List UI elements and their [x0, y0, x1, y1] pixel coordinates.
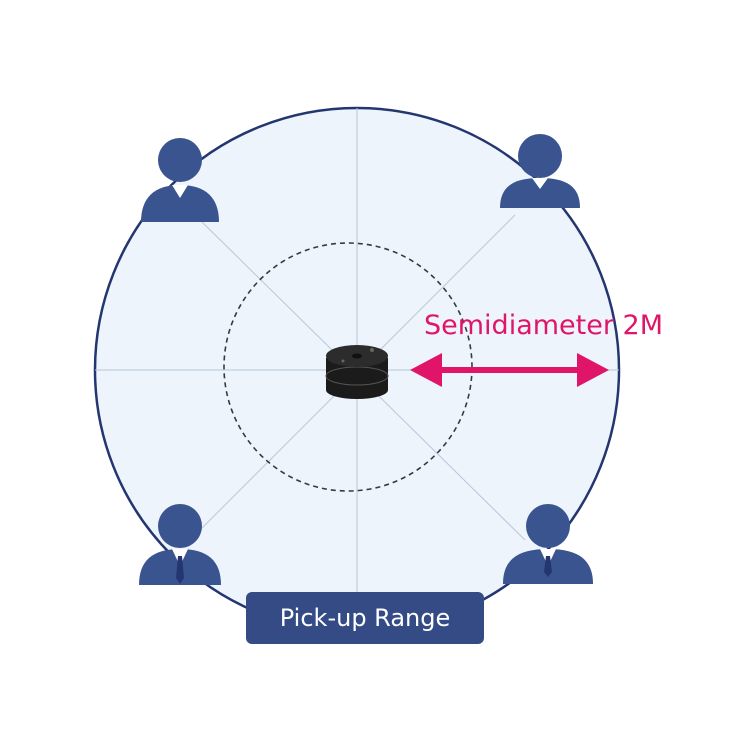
user-icon-top-left: [141, 138, 219, 222]
pickup-range-badge: Pick-up Range: [246, 592, 484, 644]
semidiameter-label: Semidiameter 2M: [424, 310, 664, 341]
user-icon-bottom-right: [503, 504, 593, 584]
speakerphone-device-icon: [325, 345, 389, 399]
user-icon-bottom-left: [139, 504, 221, 585]
double-arrow-icon: [410, 353, 609, 387]
pickup-range-label: Pick-up Range: [279, 604, 451, 632]
user-icon-top-right: [500, 134, 580, 208]
